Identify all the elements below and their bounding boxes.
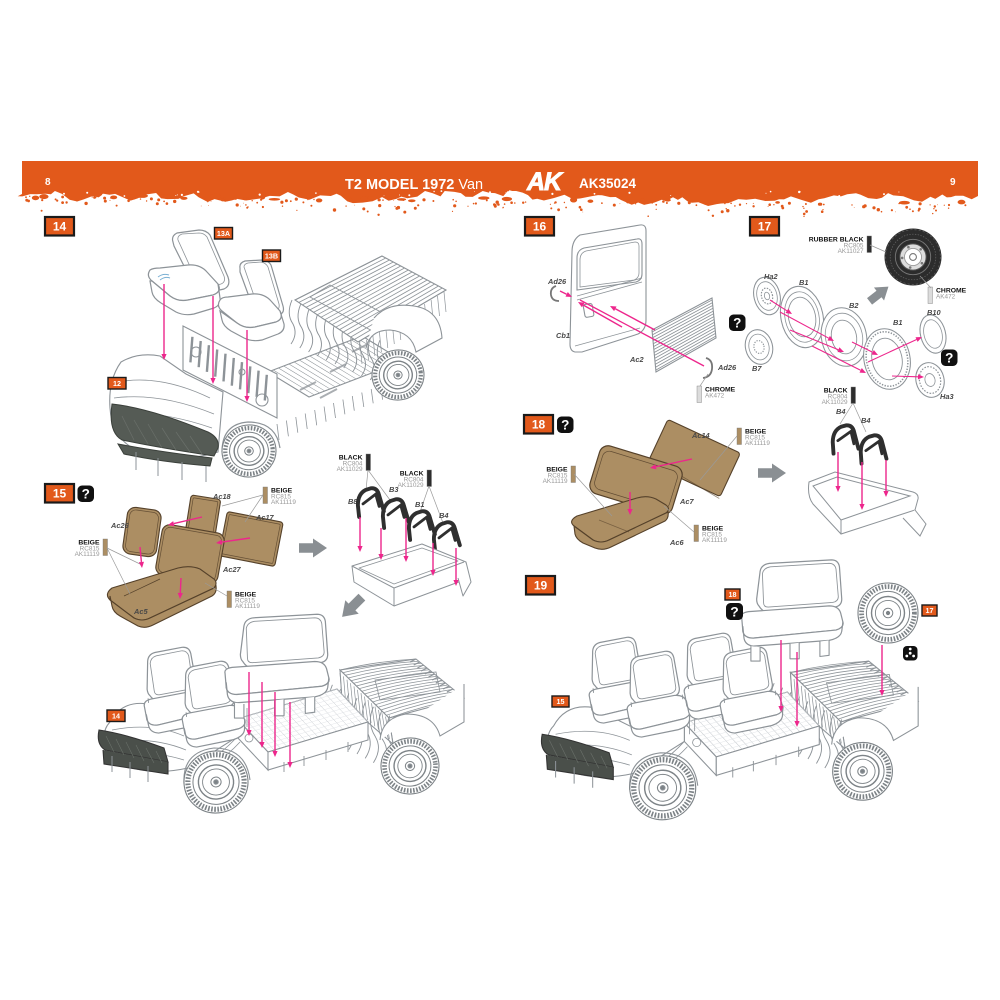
svg-text:B4: B4	[439, 511, 448, 520]
svg-text:CHROME: CHROME	[936, 288, 967, 295]
svg-text:?: ?	[82, 486, 90, 501]
svg-text:Ad26: Ad26	[547, 277, 567, 286]
svg-text:14: 14	[53, 220, 67, 234]
svg-text:RC815: RC815	[702, 531, 722, 538]
svg-text:AK11119: AK11119	[745, 440, 770, 447]
svg-text:Ac18: Ac18	[212, 492, 232, 501]
svg-text:Ac6: Ac6	[669, 538, 684, 547]
svg-text:AK11029: AK11029	[822, 399, 848, 406]
svg-text:RC815: RC815	[548, 472, 568, 479]
svg-text:RC815: RC815	[80, 545, 100, 552]
svg-text:AK11029: AK11029	[337, 466, 363, 473]
svg-text:18: 18	[729, 590, 737, 599]
svg-text:BEIGE: BEIGE	[702, 526, 724, 533]
svg-text:RC805: RC805	[844, 242, 864, 249]
svg-text:14: 14	[112, 711, 120, 720]
svg-text:BEIGE: BEIGE	[235, 592, 257, 599]
svg-text:BEIGE: BEIGE	[78, 540, 100, 547]
svg-text:AK: AK	[526, 168, 564, 196]
svg-text:B1: B1	[415, 500, 424, 509]
svg-text:Ac2: Ac2	[629, 355, 644, 364]
svg-text:15: 15	[53, 487, 67, 501]
svg-text:Ac14: Ac14	[691, 431, 710, 440]
svg-text:B8: B8	[348, 497, 358, 506]
svg-text:B3: B3	[389, 485, 399, 494]
svg-text:18: 18	[532, 418, 546, 432]
svg-text:AK11119: AK11119	[75, 551, 100, 558]
svg-text:AK11119: AK11119	[271, 499, 296, 506]
svg-text:RC815: RC815	[745, 434, 765, 441]
svg-text:BLACK: BLACK	[400, 471, 424, 478]
svg-text:Ac5: Ac5	[133, 607, 148, 616]
svg-text:AK472: AK472	[936, 293, 956, 300]
svg-text:BEIGE: BEIGE	[271, 488, 293, 495]
svg-text:?: ?	[945, 350, 953, 365]
svg-text:17: 17	[926, 606, 934, 615]
svg-text:AK11119: AK11119	[702, 537, 727, 544]
svg-text:Ha3: Ha3	[940, 392, 954, 401]
svg-text:Ac26: Ac26	[110, 521, 130, 530]
svg-text:Ac17: Ac17	[255, 513, 275, 522]
svg-text:B4: B4	[861, 416, 870, 425]
svg-text:Cb1: Cb1	[556, 331, 570, 340]
svg-text:RUBBER BLACK: RUBBER BLACK	[809, 237, 864, 244]
svg-text:AK35024: AK35024	[579, 176, 637, 191]
svg-text:19: 19	[534, 579, 548, 593]
svg-text:Ac27: Ac27	[222, 565, 242, 574]
svg-text:B1: B1	[799, 278, 808, 287]
svg-text:?: ?	[733, 315, 741, 330]
svg-text:RC804: RC804	[828, 393, 848, 400]
svg-text:BEIGE: BEIGE	[546, 467, 568, 474]
svg-text:BEIGE: BEIGE	[745, 429, 767, 436]
svg-text:AK11119: AK11119	[235, 603, 260, 610]
svg-text:?: ?	[561, 417, 569, 432]
svg-text:RC815: RC815	[235, 597, 255, 604]
svg-text:15: 15	[557, 697, 565, 706]
svg-text:T2 MODEL 1972 Van: T2 MODEL 1972 Van	[345, 177, 483, 193]
svg-text:B4: B4	[836, 407, 845, 416]
svg-text:16: 16	[533, 220, 547, 234]
svg-text:AK11029: AK11029	[398, 482, 424, 489]
svg-text:B10: B10	[927, 308, 941, 317]
svg-text:AK11119: AK11119	[543, 478, 568, 485]
svg-text:B2: B2	[849, 301, 859, 310]
svg-text:13A: 13A	[217, 229, 230, 238]
svg-text:17: 17	[758, 220, 772, 234]
svg-text:13B: 13B	[265, 251, 278, 260]
svg-text:RC804: RC804	[404, 476, 424, 483]
svg-text:8: 8	[45, 177, 51, 188]
svg-text:Ac7: Ac7	[679, 497, 694, 506]
svg-text:BLACK: BLACK	[824, 388, 848, 395]
svg-text:B7: B7	[752, 364, 762, 373]
svg-text:Ha2: Ha2	[764, 272, 778, 281]
svg-text:CHROME: CHROME	[705, 387, 736, 394]
svg-text:RC804: RC804	[343, 460, 363, 467]
svg-text:9: 9	[950, 177, 956, 188]
svg-text:AK472: AK472	[705, 392, 725, 399]
svg-text:Ad26: Ad26	[717, 363, 737, 372]
svg-text:AK11027: AK11027	[838, 248, 864, 255]
svg-text:?: ?	[730, 603, 739, 619]
svg-text:B1: B1	[893, 318, 902, 327]
svg-text:12: 12	[113, 379, 121, 388]
svg-text:RC815: RC815	[271, 493, 291, 500]
svg-text:BLACK: BLACK	[339, 455, 363, 462]
